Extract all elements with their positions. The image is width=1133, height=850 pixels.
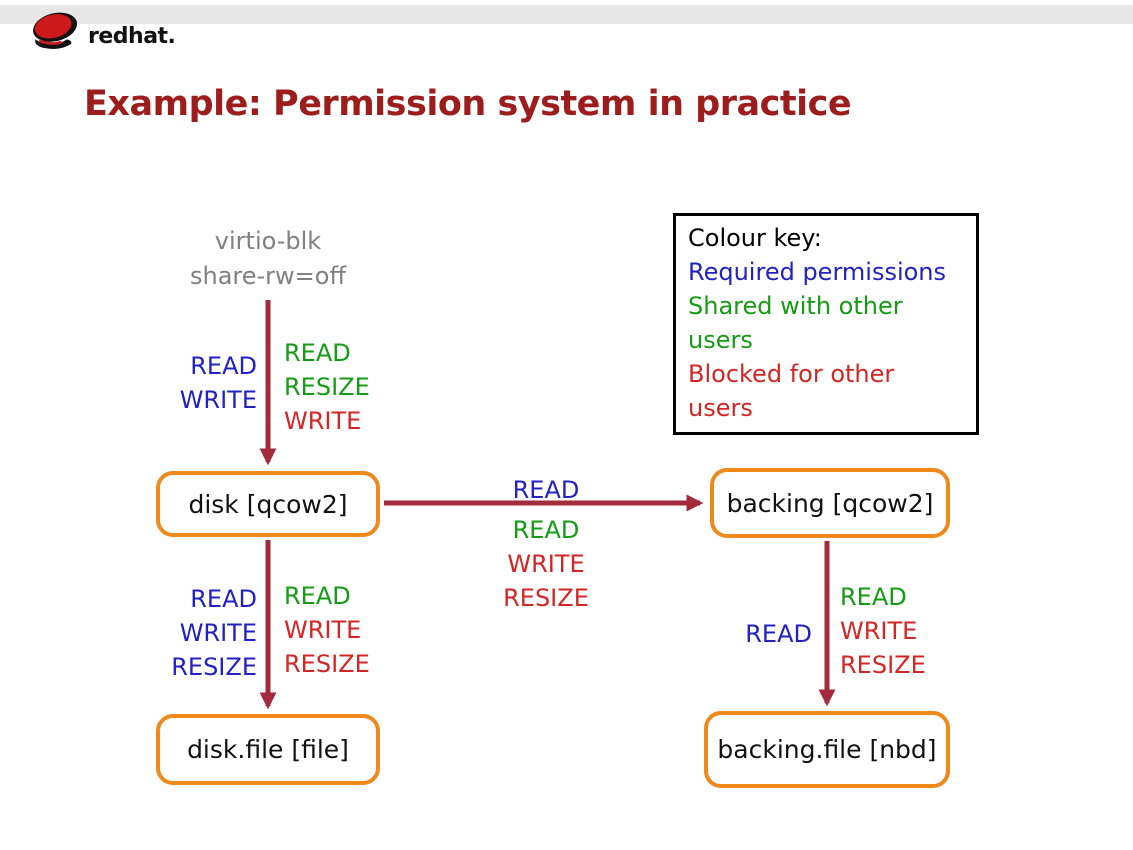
redhat-logo: redhat.	[28, 8, 176, 52]
edge-disk-diskfile-other-labels: READ WRITE RESIZE	[284, 579, 370, 681]
node-backing: backing [qcow2]	[710, 468, 950, 538]
perm-label: READ	[284, 582, 351, 610]
redhat-hat-icon	[33, 12, 78, 49]
perm-label: RESIZE	[503, 584, 589, 612]
perm-label: READ	[284, 339, 351, 367]
perm-label: READ	[745, 620, 812, 648]
brand-hat-text: hat.	[128, 24, 176, 49]
node-backing-label: backing [qcow2]	[726, 488, 934, 518]
slide-title: Example: Permission system in practice	[84, 84, 852, 124]
perm-label: RESIZE	[284, 650, 370, 678]
header-band	[0, 5, 1133, 24]
node-disk-file: disk.file [file]	[156, 714, 380, 785]
legend-item-blocked: Blocked for other users	[688, 360, 895, 422]
perm-label: WRITE	[284, 616, 362, 644]
legend-title: Colour key:	[688, 224, 822, 252]
edge-disk-backing-required-labels: READ	[466, 473, 626, 507]
legend-item-required: Required permissions	[688, 258, 947, 286]
perm-label: RESIZE	[284, 373, 370, 401]
brand-red-text: red	[88, 24, 129, 49]
perm-label: WRITE	[507, 550, 585, 578]
perm-label: WRITE	[179, 386, 257, 414]
perm-label: WRITE	[179, 619, 257, 647]
edge-backing-backingfile-other-labels: READ WRITE RESIZE	[840, 580, 926, 682]
node-disk-label: disk [qcow2]	[188, 489, 348, 519]
perm-label: WRITE	[840, 617, 918, 645]
perm-label: RESIZE	[171, 653, 257, 681]
redhat-wordmark: redhat.	[88, 24, 176, 52]
node-disk: disk [qcow2]	[156, 471, 380, 537]
edge-backing-backingfile-required-labels: READ	[745, 617, 812, 651]
node-disk-file-label: disk.file [file]	[187, 735, 349, 764]
share-rw-label: share-rw=off	[189, 262, 346, 290]
virtio-blk-label: virtio-blk	[214, 227, 322, 255]
edge-virtio-disk-required-labels: READ WRITE	[180, 349, 257, 417]
node-backing-file: backing.file [nbd]	[704, 711, 950, 788]
perm-label: READ	[512, 476, 580, 504]
legend-item-shared: Shared with other users	[688, 292, 903, 354]
node-backing-file-label: backing.file [nbd]	[717, 735, 937, 764]
perm-label: READ	[512, 516, 580, 544]
edge-virtio-disk-other-labels: READ RESIZE WRITE	[284, 336, 370, 438]
edge-disk-diskfile-required-labels: READ WRITE RESIZE	[171, 582, 257, 684]
colour-key-box: Colour key: Required permissions Shared …	[673, 213, 979, 435]
perm-label: READ	[190, 585, 257, 613]
edge-disk-backing-other-labels: READ WRITE RESIZE	[466, 513, 626, 615]
perm-label: RESIZE	[840, 651, 926, 679]
perm-label: READ	[840, 583, 907, 611]
perm-label: WRITE	[284, 407, 362, 435]
perm-label: READ	[190, 352, 257, 380]
node-virtio-blk: virtio-blk share-rw=off	[118, 224, 418, 294]
